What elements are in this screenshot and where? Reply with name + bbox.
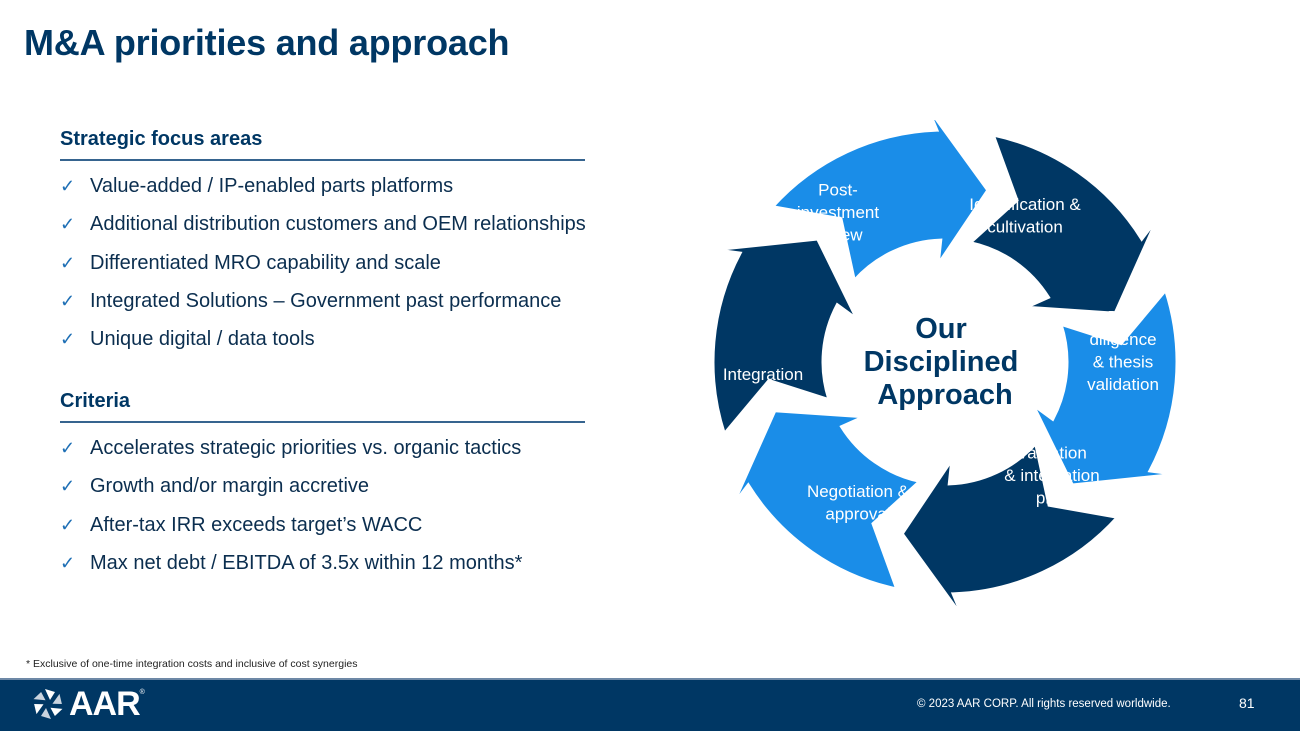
check-icon: ✓ [60,214,76,235]
cycle-step-label: Negotiation & approval [807,482,910,524]
cycle-step-label-line: cultivation [987,217,1063,236]
footer-bar: AAR ® © 2023 AAR CORP. All rights reserv… [0,678,1300,731]
aar-pinwheel-icon [33,689,63,719]
check-icon: ✓ [60,176,76,196]
check-icon: ✓ [60,552,76,573]
criteria-heading: Criteria [60,390,585,423]
cycle-step-label-line: investment [797,203,879,222]
list-item-text: Unique digital / data tools [90,328,315,351]
cycle-segments [711,120,1179,610]
cycle-step-label: Identification & cultivation [969,195,1081,237]
criteria-list: ✓ Accelerates strategic priorities vs. or… [60,429,585,582]
cycle-arrow-segment [1031,287,1179,487]
cycle-step-label: Post-investment review [797,181,879,245]
list-item-text: Accelerates strategic priorities vs. org… [90,437,522,459]
strategic-focus-list: ✓ Value-added / IP-enabled parts platform… [60,167,586,358]
strategic-focus-section: Strategic focus areas ✓ Value-added / IP-… [60,128,586,358]
slide-title: M&A priorities and approach [24,22,510,63]
list-item: ✓ Value-added / IP-enabled parts platform… [60,167,585,205]
check-icon: ✓ [60,329,76,350]
cycle-arrow-segment [731,409,923,591]
logo-text: AAR [69,684,141,723]
criteria-section: Criteria ✓ Accelerates strategic prioriti… [60,390,585,582]
cycle-step-label-line: Identification & [969,195,1081,214]
check-icon: ✓ [60,252,76,273]
cycle-step-label-line: Valuation [1017,444,1087,463]
list-item: ✓ Growth and/or margin accretive [60,467,585,505]
cycle-step-label-line: & thesis [1093,352,1153,371]
cycle-step-label-line: diligence [1089,330,1156,349]
check-icon: ✓ [60,290,76,311]
aar-logo: AAR ® [31,684,145,723]
cycle-step-label: Integration [723,365,803,384]
copyright-text: © 2023 AAR CORP. All rights reserved wor… [917,698,1171,710]
list-item-text: Integrated Solutions – Government past p… [90,289,562,312]
list-item: ✓ Integrated Solutions – Government past … [60,282,585,320]
page-number: 81 [1239,695,1255,711]
check-icon: ✓ [60,514,76,535]
check-icon: ✓ [60,476,76,497]
cycle-center-label: Our Disciplined Approach [864,313,1027,411]
cycle-arrow-segment [769,120,990,284]
list-item: ✓ Accelerates strategic priorities vs. or… [60,429,585,467]
cycle-arrow-segment [967,133,1159,315]
footnote: * Exclusive of one-time integration cost… [26,658,358,670]
cycle-step-label-line: & integration [1004,466,1099,485]
cycle-step-label-line: Integration [723,365,803,384]
cycle-step-label-line: Negotiation & [807,482,910,501]
list-item: ✓ After-tax IRR exceeds target’s WACC [60,506,585,544]
list-item-text: Growth and/or margin accretive [90,475,370,498]
cycle-step-label: Valuation & integration plan [1004,444,1099,508]
cycle-step-label-line: Due [1107,307,1138,326]
cycle-step-label-line: review [813,226,863,245]
cycle-step-label-line: plan [1036,489,1068,508]
strategic-focus-heading: Strategic focus areas [60,128,585,161]
list-item-text: After-tax IRR exceeds target’s WACC [90,513,423,536]
cycle-step-label: Due diligence & thesis validation [1087,307,1159,394]
logo-registered-mark: ® [139,688,145,696]
list-item-text: Differentiated MRO capability and scale [90,251,441,274]
list-item-text: Value-added / IP-enabled parts platforms [90,175,454,197]
list-item: ✓ Max net debt / EBITDA of 3.5x within 12… [60,544,585,582]
cycle-arrow-segment [900,440,1121,610]
list-item-text: Max net debt / EBITDA of 3.5x within 12 … [90,551,523,574]
check-icon: ✓ [60,438,76,458]
list-item: ✓ Unique digital / data tools [60,320,585,358]
center-line: Disciplined [864,346,1019,378]
cycle-step-label-line: Post- [818,181,858,200]
list-item: ✓ Additional distribution customers and O… [60,205,586,243]
center-line: Our [915,313,967,345]
center-line: Approach [877,379,1012,411]
list-item-text: Additional distribution customers and OE… [90,213,586,236]
cycle-arrow-segment [711,237,859,437]
cycle-step-label-line: approval [825,504,890,523]
cycle-step-label-line: validation [1087,375,1159,394]
list-item: ✓ Differentiated MRO capability and scale [60,244,585,282]
